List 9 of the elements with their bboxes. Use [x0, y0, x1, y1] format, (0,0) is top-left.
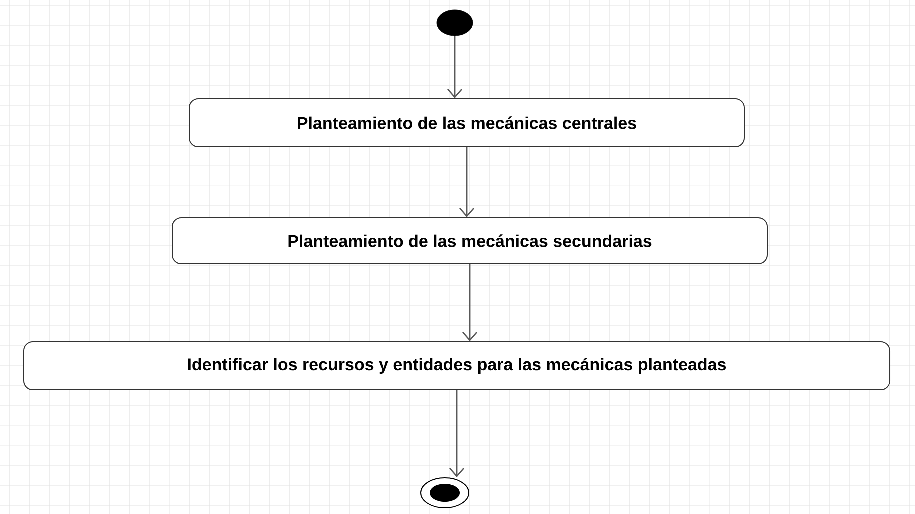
arrow — [462, 264, 478, 342]
action-box: Planteamiento de las mecánicas centrales — [189, 98, 745, 148]
arrow — [459, 148, 475, 218]
arrow — [447, 36, 463, 98]
action-box: Identificar los recursos y entidades para las mecánicas planteadas — [24, 342, 891, 390]
start-node — [436, 10, 474, 36]
action-box: Planteamiento de las mecánicas secundarias — [172, 218, 768, 264]
arrow — [449, 390, 465, 478]
end-node — [420, 478, 470, 508]
